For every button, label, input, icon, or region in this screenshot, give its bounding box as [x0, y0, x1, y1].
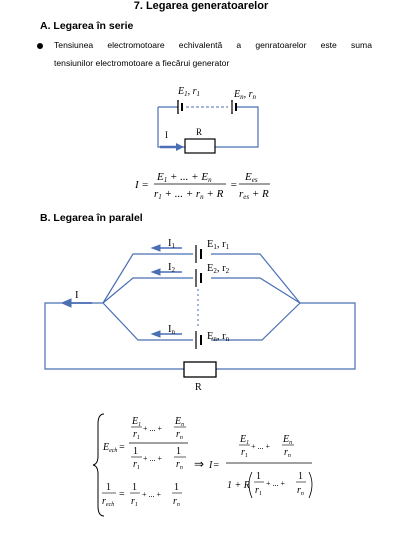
num-en: En [174, 416, 184, 428]
i-num-dots: + ... + [251, 442, 271, 451]
i-num-r1: r1 [241, 447, 248, 459]
series-circuit-diagram: E1, r1 En, rn I R [157, 86, 259, 154]
system-brace [92, 413, 105, 517]
section-a-heading: A. Legarea în serie [40, 20, 134, 32]
formula-eq: = [230, 179, 237, 191]
resistor-r [184, 138, 216, 154]
label-resistor: R [195, 382, 202, 393]
label-i2: I2 [168, 262, 176, 274]
i-den-r1: r1 [255, 485, 262, 497]
inv-one: 1 [106, 482, 111, 493]
main-wire-right [216, 302, 356, 370]
inv-one-n: 1 [174, 482, 179, 493]
label-e1: E1, r1 [177, 86, 200, 98]
branch-wire-1-right [211, 253, 301, 304]
bullet-text-line2: tensiunilor electromotoare a fiecărui ge… [54, 58, 230, 68]
i-den-one-1: 1 [256, 471, 261, 482]
bullet-text-line1: Tensiunea electromotoare echivalentă a g… [54, 40, 372, 50]
label-resistor: R [196, 127, 202, 137]
inv-eq: = [119, 489, 125, 500]
formula-den2: res + R [239, 188, 269, 201]
parallel-formula: Eech= E1 r1 + ... + En rn 1 r1 + ... + 1… [92, 413, 313, 517]
i-den-rn: rn [297, 485, 304, 497]
label-in: In [168, 324, 176, 336]
branch-wire-1 [102, 253, 193, 304]
num-rn: rn [176, 429, 183, 441]
branch-wire-2 [102, 277, 193, 304]
i-den-dots: + ... + [266, 479, 286, 488]
label-main-current: I [75, 290, 79, 301]
e-ech: Eech= [102, 442, 125, 454]
main-wire-left [44, 302, 184, 370]
document-title: 7. Legarea generatoarelor [133, 0, 269, 12]
label-current: I [165, 130, 168, 140]
current-arrow-head [176, 143, 184, 151]
formula-den1: r1 + ... + rn + R [154, 188, 224, 201]
parallel-circuit-diagram: I1 I2 In E1, r1 E2, r2 En, rn I R [44, 238, 356, 393]
inv-dots: + ... + [142, 490, 162, 499]
section-b-heading: B. Legarea în paralel [40, 212, 143, 224]
implies-arrow: ⇒ [194, 457, 204, 471]
label-en-rn: En, rn [207, 331, 230, 343]
inv-one-1: 1 [132, 482, 137, 493]
formula-num1: E1 + ... + En [156, 171, 212, 184]
bullet-icon [37, 43, 43, 49]
i-num-rn: rn [284, 447, 291, 459]
branch-wire-n-right [211, 302, 301, 341]
inv-r1: r1 [131, 496, 138, 508]
den-one-a: 1 [133, 446, 138, 457]
formula-num2: Ees [244, 171, 258, 184]
i-den-one-n: 1 [298, 471, 303, 482]
series-formula: I = E1 + ... + En r1 + ... + rn + R = Ee… [134, 171, 270, 201]
label-en: En, rn [233, 89, 257, 101]
num-dots: + ... + [143, 424, 163, 433]
den-dots: + ... + [143, 454, 163, 463]
label-e1-r1: E1, r1 [207, 239, 230, 251]
branch-wire-n [102, 302, 193, 341]
i-den-1r: 1 + R [227, 480, 250, 491]
branch-wire-2-right [211, 277, 301, 304]
label-i1: I1 [168, 238, 176, 250]
label-e2-r2: E2, r2 [207, 263, 230, 275]
num-r1: r1 [133, 429, 140, 441]
formula-lhs: I = [134, 179, 149, 191]
den-rn: rn [176, 459, 183, 471]
num-e1: E1 [131, 416, 141, 428]
inv-r-ech: rech [102, 496, 114, 508]
i-num-e1: E1 [239, 434, 249, 446]
den-r1: r1 [133, 459, 140, 471]
i-num-en: En [282, 434, 292, 446]
inv-rn: rn [173, 496, 180, 508]
i-eq: I= [208, 460, 219, 471]
resistor-r [183, 361, 217, 378]
den-one-b: 1 [176, 446, 181, 457]
